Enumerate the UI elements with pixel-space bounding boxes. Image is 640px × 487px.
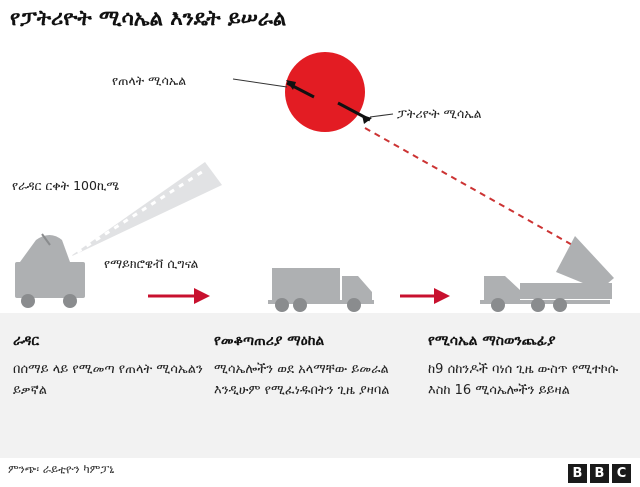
missile-launcher-heading: የሚሳኤል ማስወንጨፊያ <box>428 333 556 349</box>
patriot-missile-icon <box>337 101 394 124</box>
bbc-logo-letter: B <box>590 464 609 483</box>
radar-vehicle-icon <box>15 233 85 308</box>
page-title: የፓትሪዮት ሚሳኤል እንዴት ይሠራል <box>10 6 287 30</box>
control-center-truck-icon <box>268 268 374 312</box>
flow-arrow-icon <box>400 288 450 304</box>
microwave-signal-dashes <box>67 168 206 260</box>
interception-diagram <box>15 52 614 312</box>
enemy-missile-icon <box>232 78 315 99</box>
stages-panel: ራዳር በሰማይ ላይ የሚመጣ የጠላት ሚሳኤልን ይቃኛል የመቆጣጠሪያ… <box>0 313 640 458</box>
bbc-logo: B B C <box>568 464 631 483</box>
missile-launcher-truck-icon <box>480 236 614 312</box>
interception-point-circle <box>285 52 365 132</box>
bbc-logo-letter: C <box>612 464 631 483</box>
patriot-missile-label: ፓትሪዮት ሚሳኤል <box>397 106 482 121</box>
patriot-trajectory-line <box>364 127 591 256</box>
source-note: ምንጭ፡ ራይቲዮን ካምፓኒ <box>8 462 115 476</box>
missile-launcher-description: ከ9 ሰከንዶች ባነሰ ጊዜ ውስጥ የሚተኮሱ እስከ 16 ሚሳኤሎችን … <box>428 362 619 398</box>
radar-description: በሰማይ ላይ የሚመጣ የጠላት ሚሳኤልን ይቃኛል <box>13 362 203 398</box>
bbc-logo-letter: B <box>568 464 587 483</box>
radar-range-label: የራዳር ርቀት 100ኪሜ <box>12 178 120 193</box>
microwave-signal-label: የማይክሮዌቭ ሲግናል <box>104 256 199 271</box>
control-center-description: ሚሳኤሎችን ወደ አላማቸው ይመራል እንዲሁም የሚፈነዱበትን ጊዜ ያ… <box>214 362 390 398</box>
control-center-heading: የመቆጣጠሪያ ማዕከል <box>214 333 325 349</box>
enemy-missile-label: የጠላት ሚሳኤል <box>112 73 187 88</box>
radar-heading: ራዳር <box>13 333 40 349</box>
flow-arrow-icon <box>148 288 210 304</box>
